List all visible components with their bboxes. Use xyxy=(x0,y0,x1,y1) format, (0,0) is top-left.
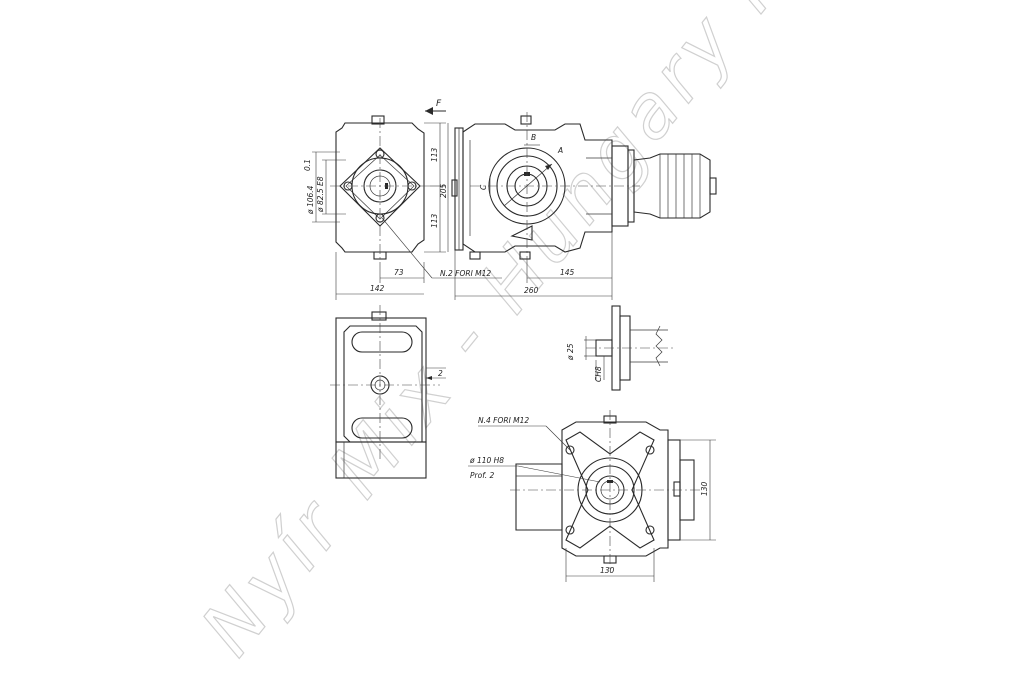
holes-note-top-text: N.2 FORI M12 xyxy=(440,269,491,278)
dim-113-top: 113 xyxy=(430,147,439,162)
dim-113-bottom: 113 xyxy=(430,213,439,228)
dim-ch8: CH8 xyxy=(594,366,603,382)
force-arrow: F xyxy=(425,99,446,115)
top-view-diameter-dims: ø 106.4 0.1 ø 82.5 E8 xyxy=(303,151,346,223)
dim-2: 2 xyxy=(438,369,443,378)
dim-d82: ø 82.5 E8 xyxy=(316,176,325,213)
label-b: B xyxy=(531,133,536,142)
holes-note-top: N.2 FORI M12 xyxy=(381,217,502,279)
dim-d106-tol: 0.1 xyxy=(303,159,312,171)
dim-d110: ø 110 H8 xyxy=(469,456,504,465)
dim-130-horizontal: 130 xyxy=(600,566,615,575)
top-view-vertical-dims: 113 113 205 xyxy=(424,122,449,253)
top-view-left-block xyxy=(330,115,430,262)
dim-145: 145 xyxy=(560,268,575,277)
prof-2: Prof. 2 xyxy=(470,471,494,480)
dim-260: 260 xyxy=(524,286,539,295)
dim-d25: ø 25 xyxy=(566,343,575,361)
shaft-detail: ø 25 CH8 xyxy=(566,305,676,391)
force-label: F xyxy=(436,99,442,109)
dim-142: 142 xyxy=(370,284,385,293)
dim-205: 205 xyxy=(439,183,448,198)
dim-d106: ø 106.4 xyxy=(306,185,315,215)
dim-130-vertical: 130 xyxy=(700,481,709,496)
front-view-notes: N.4 FORI M12 ø 110 H8 Prof. 2 130 130 xyxy=(468,416,716,582)
top-view-horizontal-dims: 73 142 145 260 xyxy=(335,232,613,300)
watermark: Nyír Mix - Hungary Kft xyxy=(185,0,850,671)
side-view: 2 xyxy=(330,305,446,479)
label-c: C xyxy=(479,184,488,190)
motor xyxy=(633,153,717,219)
dim-73: 73 xyxy=(394,268,404,277)
front-view xyxy=(510,410,700,570)
label-a: A xyxy=(557,146,563,155)
holes-note-front: N.4 FORI M12 xyxy=(478,416,529,425)
